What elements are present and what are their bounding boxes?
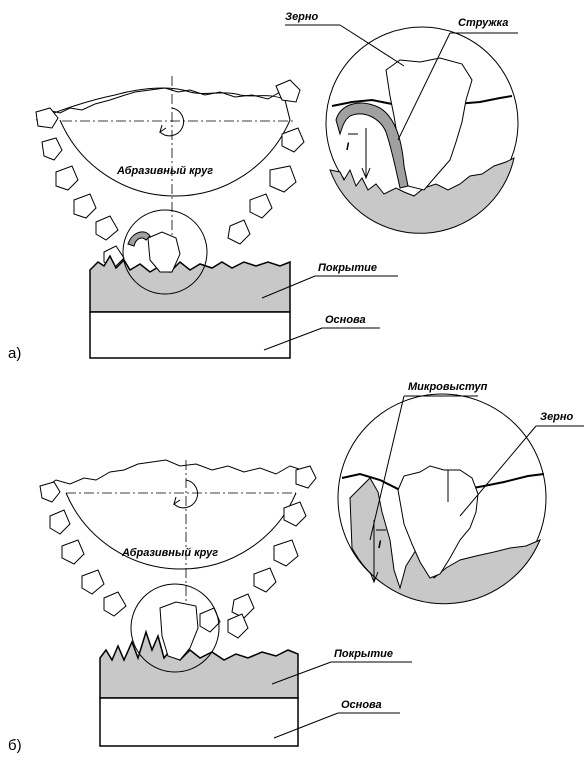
label-wheel-a: Абразивный круг: [116, 165, 213, 177]
zoom-content-b: [342, 466, 544, 604]
panel-a: Абразивный круг Зерно Стружка Покрытие О…: [8, 11, 518, 362]
contact-grain-a: [148, 232, 180, 272]
label-micro-b: Микровыступ: [408, 381, 488, 393]
base-b: [100, 698, 298, 746]
panel-marker-b: б): [8, 737, 22, 754]
label-chip-a: Стружка: [458, 17, 508, 29]
base-a: [90, 312, 290, 358]
leader-grain-b-2: [460, 426, 536, 516]
panel-b: Абразивный круг Микровыступ Зерно Покрыт…: [8, 381, 584, 754]
coating-a: [90, 256, 290, 312]
rotation-arrowhead-a: [160, 125, 166, 132]
label-wheel-b: Абразивный круг: [121, 547, 218, 559]
rotation-arrowhead-b: [174, 497, 180, 504]
label-grain-a: Зерно: [285, 11, 319, 23]
leader-micro-b-2: [370, 396, 404, 540]
label-grain-b: Зерно: [540, 411, 574, 423]
wheel-top-edge-a: [40, 88, 290, 118]
label-coating-b: Покрытие: [334, 648, 393, 660]
label-vector-a: I: [346, 141, 350, 153]
contact-chip-a: [128, 232, 150, 246]
zoom-content-a: [330, 58, 514, 233]
wheel-top-edge-b: [44, 460, 302, 488]
label-base-a: Основа: [325, 314, 366, 326]
panel-marker-a: а): [8, 345, 21, 362]
label-coating-a: Покрытие: [318, 262, 377, 274]
label-base-b: Основа: [341, 699, 382, 711]
